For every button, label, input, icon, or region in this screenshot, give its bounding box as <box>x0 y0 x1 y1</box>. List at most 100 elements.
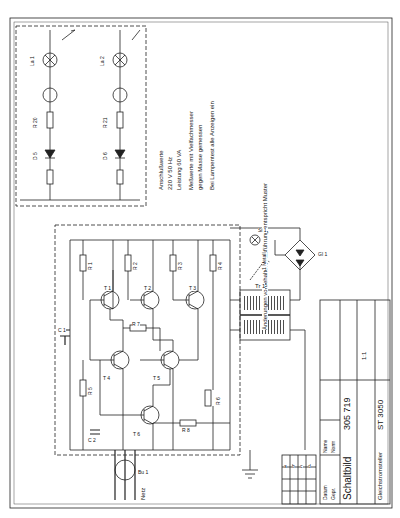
label-text: Gepr. <box>331 488 336 500</box>
label-text: Norm <box>331 441 336 453</box>
label-text: R 3 <box>178 262 183 270</box>
revision-table-part <box>306 455 307 504</box>
label-text: Bei Lampentest alle Anzeigen ein <box>209 101 215 190</box>
main-circuit-part <box>170 255 176 271</box>
sheet-frame <box>10 18 392 508</box>
label-text: T 2 <box>144 286 151 291</box>
label-text: R 6 <box>216 397 221 405</box>
revision-table-part <box>282 467 316 468</box>
revision-table <box>282 455 316 504</box>
label-text: C 1 <box>58 328 66 333</box>
main-circuit-part <box>180 420 196 426</box>
label-text: R 8 <box>182 428 190 433</box>
label-text: D 6 <box>103 152 108 160</box>
sheet-frame-part <box>10 18 392 508</box>
lamp-inset-part <box>45 55 55 65</box>
revision-table-part <box>282 491 316 492</box>
mains-wires-part <box>242 450 258 478</box>
lamp-inset <box>16 26 146 206</box>
title-block-part <box>340 300 341 504</box>
lamp-inset-part <box>43 53 57 67</box>
revision-table-part <box>290 455 291 504</box>
label-text: R 2 <box>133 262 138 270</box>
main-circuit-part <box>70 240 71 450</box>
main-circuit <box>55 225 240 455</box>
main-circuit-part <box>83 240 230 450</box>
label-text: R 1 <box>88 262 93 270</box>
label-text: c <box>300 464 303 469</box>
main-circuit-part <box>80 255 86 271</box>
lamp-inset-part <box>45 150 55 158</box>
label-text: 1 Metall <box>262 252 267 270</box>
lamp-inset-part <box>113 88 127 102</box>
lamp-inset-part <box>43 88 57 102</box>
lamp-inset-part <box>16 26 146 206</box>
label-text: R 7 <box>132 322 140 327</box>
lamp-inset-part <box>20 200 140 201</box>
label-text: R 5 <box>88 387 93 395</box>
label-text: Gleichstromsteller <box>377 452 383 500</box>
revision-table-part <box>298 455 299 504</box>
main-circuit-part <box>90 430 100 434</box>
title-block-part <box>357 300 358 504</box>
label-text: D 5 <box>33 152 38 160</box>
label-text: C 2 <box>88 438 96 443</box>
label-text: Leistung 60 VA <box>176 150 182 190</box>
label-text: b <box>292 464 295 469</box>
label-text: d <box>308 464 311 469</box>
lamp-inset-part <box>62 30 140 40</box>
lamp-inset-part <box>115 55 125 65</box>
label-text: Datum <box>323 485 328 500</box>
label-text: Tr 1 <box>255 283 265 289</box>
label-text: Gl 1 <box>318 252 327 257</box>
mains-wires <box>115 260 270 500</box>
lamp-inset-part <box>115 55 125 65</box>
label-text: 220 V 50 Hz <box>167 157 173 190</box>
main-circuit-part <box>70 450 230 451</box>
main-circuit-part <box>70 240 230 241</box>
rectifier-bridge-part <box>285 240 315 270</box>
main-circuit-part <box>80 380 86 396</box>
label-text: Anschlußwerte <box>158 150 164 190</box>
lamp-inset-part <box>47 170 53 184</box>
label-text: R 4 <box>218 262 223 270</box>
main-circuit-part <box>175 240 198 360</box>
title-block-part <box>320 420 340 421</box>
mains-wires-part <box>115 450 135 500</box>
label-text: R 21 <box>103 117 108 128</box>
rectifier-bridge <box>230 228 315 270</box>
drawing-title: Schaltbild <box>343 457 353 500</box>
label-text: a <box>284 464 287 469</box>
main-circuit-part <box>100 360 170 450</box>
label-text: 1:1 <box>361 352 367 360</box>
label-text: R 20 <box>33 117 38 128</box>
main-circuit-part <box>230 240 231 450</box>
main-circuit-part <box>210 255 216 271</box>
label-text: T 5 <box>153 376 160 381</box>
label-text: T 6 <box>133 432 140 437</box>
title-block-part <box>320 380 390 381</box>
revision-table-part <box>282 479 316 480</box>
main-circuit-part <box>96 240 113 309</box>
lamp-inset-part <box>47 112 53 128</box>
lamp-inset-part <box>113 53 127 67</box>
main-circuit-part <box>140 340 173 450</box>
main-circuit-part <box>90 300 123 450</box>
mains-wires-part <box>115 460 135 480</box>
label-text: T 1 <box>104 286 111 291</box>
rectifier-bridge-part <box>252 237 258 243</box>
main-circuit-part <box>205 390 211 406</box>
sheet-frame-part <box>14 22 388 504</box>
title-block-part <box>320 300 390 504</box>
label-text: Bu 1 <box>138 470 148 475</box>
label-text: Name <box>323 440 328 453</box>
lamp-inset-part <box>45 55 55 65</box>
label-text: Meßwerte mit Vielfachmesser <box>188 111 194 190</box>
label-text: La 1 <box>30 56 35 66</box>
title-block <box>320 300 390 504</box>
label-text: gegen Masse gemessen <box>197 125 203 190</box>
revision-table-part <box>282 455 316 504</box>
lamp-inset-part <box>117 170 123 184</box>
label-text: T 3 <box>189 286 196 291</box>
